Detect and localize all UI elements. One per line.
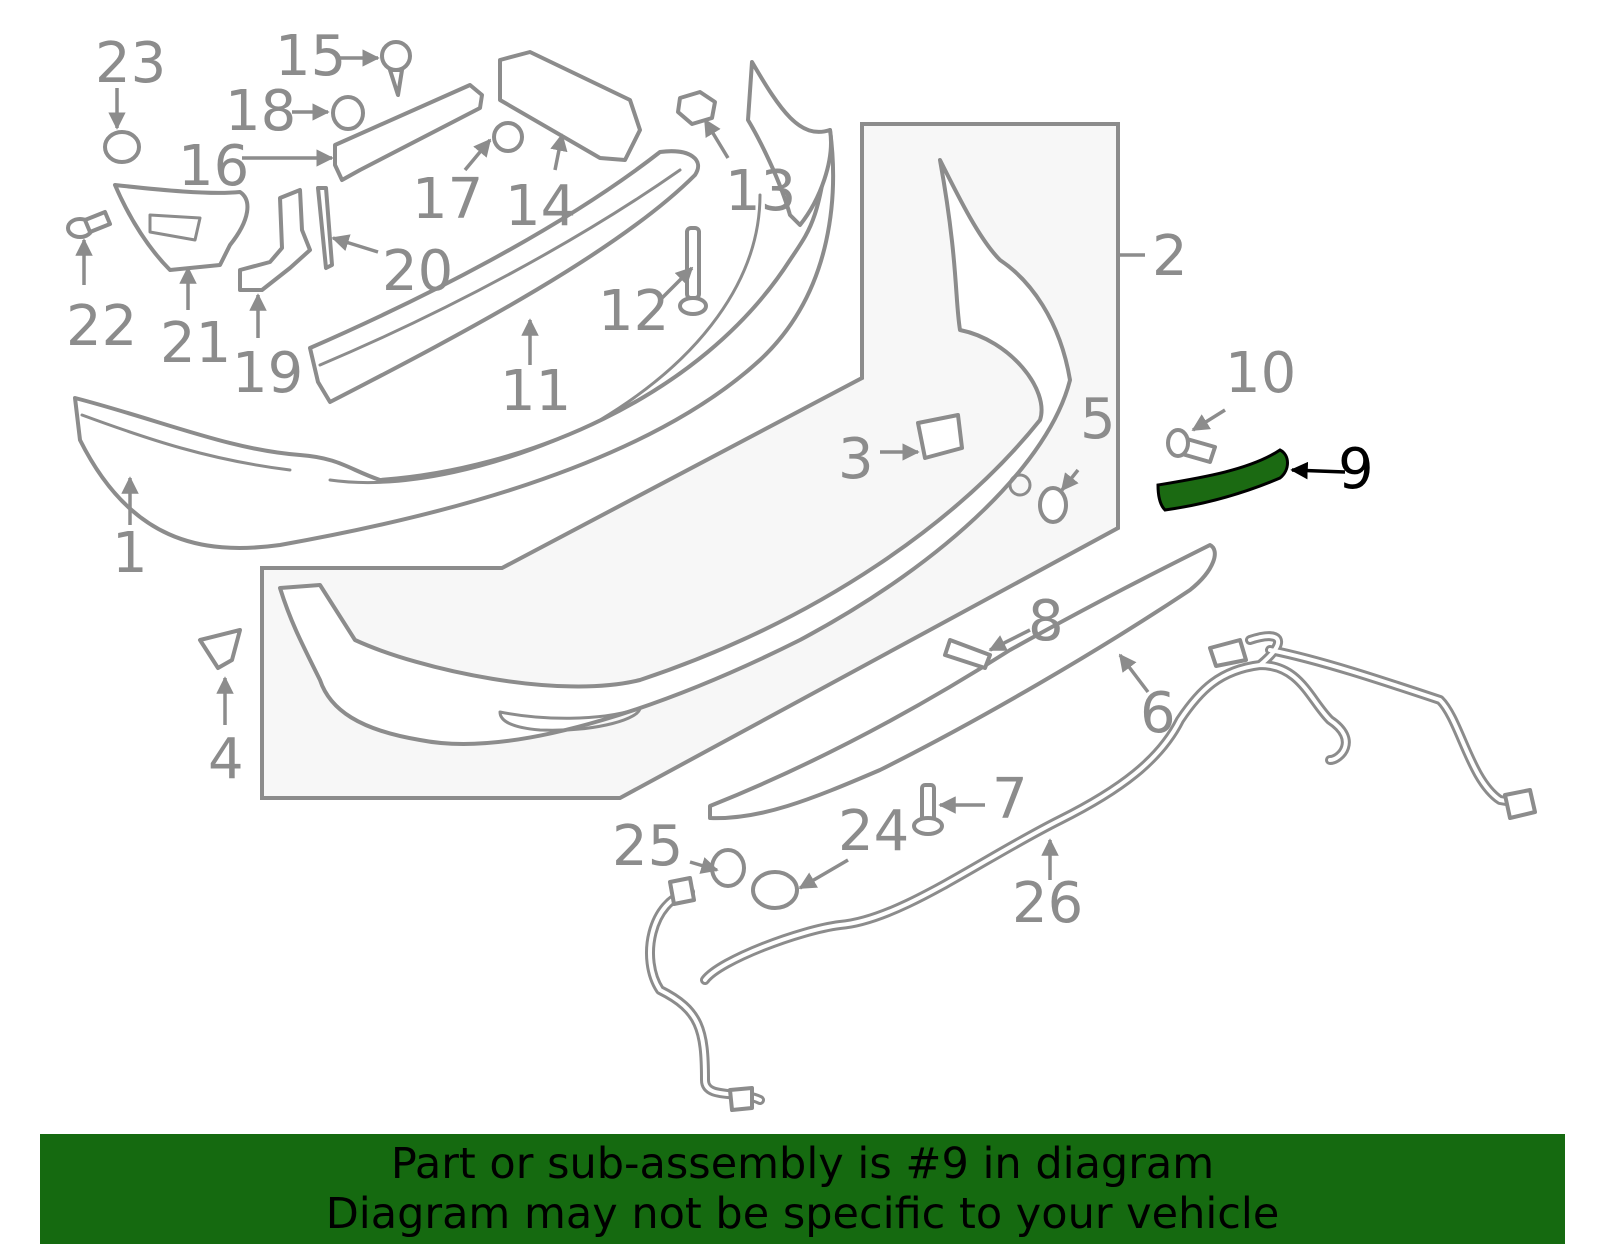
part-23-cap: [103, 130, 141, 164]
callout-26: 26: [1012, 871, 1083, 936]
callout-9: 9: [1338, 437, 1374, 502]
part-15-screw: [380, 40, 412, 72]
part-2-hole: [1008, 473, 1032, 497]
banner-line-disclaimer: Diagram may not be specific to your vehi…: [325, 1189, 1280, 1239]
callout-15: 15: [275, 24, 346, 89]
callout-8: 8: [1028, 589, 1064, 654]
callout-14: 14: [505, 174, 576, 239]
part-1-detail: [80, 193, 762, 484]
info-banner: Part or sub-assembly is #9 in diagram Di…: [40, 1134, 1565, 1244]
callout-19: 19: [232, 341, 303, 406]
part-24-sensor: [751, 870, 799, 910]
part-14-detail: [498, 50, 632, 102]
part-13-bracket: [746, 60, 833, 227]
callout-10: 10: [1225, 341, 1296, 406]
callout-21: 21: [160, 311, 231, 376]
callout-23: 23: [95, 31, 166, 96]
callout-4: 4: [208, 727, 244, 792]
callout-20: 20: [382, 239, 453, 304]
part-21-plate: [113, 183, 250, 272]
part-11-detail: [318, 168, 682, 367]
part-16-bracket: [333, 83, 484, 182]
callout-18: 18: [225, 79, 296, 144]
part-15-shaft: [388, 68, 404, 97]
callout-24: 24: [838, 799, 909, 864]
part-26-wiring-harness: [645, 631, 1537, 1112]
part-4-clip: [198, 628, 242, 670]
callout-labels: 23 15 18 16 17 14 13 2 20 22 21 12 19 11…: [66, 24, 1374, 936]
part-5-ring: [1038, 486, 1068, 524]
callout-13: 13: [725, 159, 796, 224]
callout-12: 12: [598, 279, 669, 344]
callout-5: 5: [1080, 387, 1116, 452]
part-2-bumper-cover: [278, 158, 1072, 746]
part-7-bolt: [920, 783, 936, 822]
part-2-lamp: [498, 706, 642, 732]
part-9-reflector: [1156, 448, 1289, 512]
callout-17: 17: [412, 167, 483, 232]
part-12-bolt-head: [678, 296, 708, 316]
callout-11: 11: [500, 359, 571, 424]
part-25-grommet: [710, 848, 746, 888]
part-22-screw-shaft: [83, 210, 112, 234]
part-12-bolt: [685, 226, 701, 300]
part-10-bolt-head: [1166, 428, 1190, 458]
callout-6: 6: [1140, 681, 1176, 746]
part-8-bolt: [943, 638, 992, 670]
subassembly-box: [260, 122, 1120, 800]
callout-25: 25: [612, 814, 683, 879]
part-19-bracket: [238, 188, 312, 292]
callout-2: 2: [1152, 224, 1188, 289]
callout-3: 3: [838, 427, 874, 492]
callout-1: 1: [112, 521, 148, 586]
callout-22: 22: [66, 294, 137, 359]
callout-7: 7: [992, 767, 1028, 832]
callout-16: 16: [178, 134, 249, 199]
part-21-window: [148, 213, 202, 242]
part-20-pin: [316, 186, 334, 270]
part-6-valance: [708, 543, 1217, 821]
part-13-nut: [676, 90, 717, 126]
part-18-grommet: [331, 95, 365, 131]
part-3-bracket: [916, 413, 964, 460]
part-7-bolt-head: [912, 816, 944, 836]
part-17-clip: [492, 121, 524, 153]
leader-lines: [75, 49, 1346, 890]
banner-line-part-number: Part or sub-assembly is #9 in diagram: [390, 1139, 1215, 1189]
